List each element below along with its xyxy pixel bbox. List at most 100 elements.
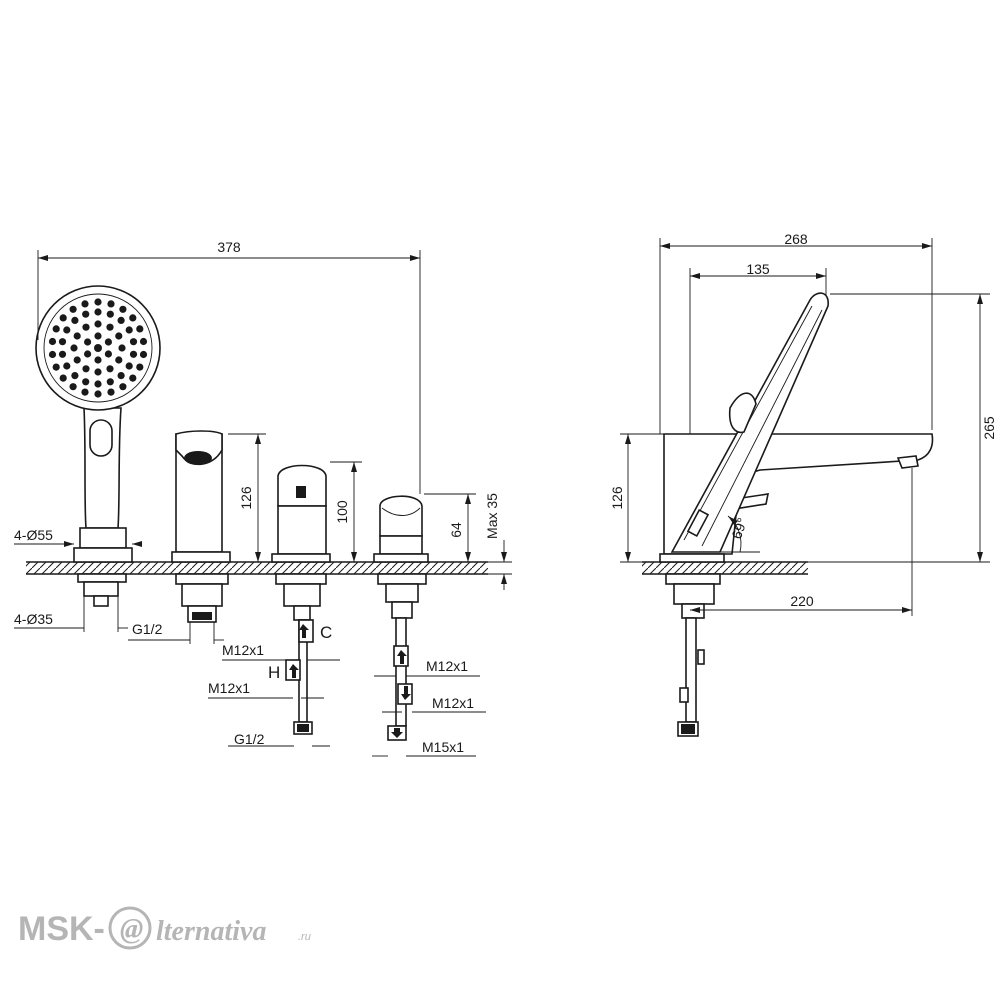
hand-shower	[35, 285, 161, 607]
shower-nozzles	[48, 298, 148, 398]
dim-handle-offset: 135	[746, 261, 770, 277]
nozzle-dot	[63, 362, 71, 370]
watermark-brand-left: MSK-	[18, 910, 105, 948]
front-dimensions	[14, 250, 512, 757]
dim-body-diameter: 4-Ø35	[14, 611, 53, 627]
nozzle-dot	[94, 368, 102, 376]
nozzle-dot	[94, 344, 102, 352]
nozzle-dot	[63, 326, 71, 334]
label-hot: H	[268, 663, 280, 682]
nozzle-dot	[84, 338, 92, 346]
nozzle-dot	[104, 338, 112, 346]
thread-mixer-2: M12x1	[208, 680, 250, 696]
nozzle-dot	[106, 378, 114, 386]
nozzle-dot	[118, 344, 126, 352]
nozzle-dot	[81, 300, 89, 308]
nozzle-dot	[129, 350, 138, 358]
nozzle-dot	[48, 337, 57, 346]
nozzle-dot	[59, 374, 67, 382]
nozzle-dot	[119, 305, 127, 313]
nozzle-dot	[107, 300, 115, 308]
nozzle-dot	[73, 332, 81, 340]
nozzle-dot	[52, 363, 60, 371]
nozzle-dot	[117, 372, 125, 380]
nozzle-dot	[106, 310, 114, 318]
thread-mixer-outlet: G1/2	[234, 731, 265, 747]
nozzle-dot	[139, 350, 148, 359]
nozzle-dot	[58, 350, 67, 358]
nozzle-dot	[94, 308, 102, 316]
nozzle-dot	[94, 356, 102, 364]
watermark: MSK- @ lternativa .ru	[18, 906, 311, 950]
deck-surface	[26, 561, 488, 575]
nozzle-dot	[107, 388, 115, 396]
nozzle-dot	[119, 383, 127, 391]
dim-max-deck: Max 35	[484, 493, 500, 539]
nozzle-dot	[104, 350, 112, 358]
diverter-valve	[373, 495, 429, 741]
side-spout-body	[659, 433, 934, 737]
nozzle-dot	[94, 380, 102, 388]
nozzle-dot	[84, 350, 92, 358]
nozzle-dot	[136, 363, 144, 371]
thread-diverter-outlet: M15x1	[422, 739, 464, 755]
side-view: 268 135 265 126 220 69°	[609, 231, 997, 737]
watermark-brand-right: lternativa	[156, 916, 266, 947]
side-hand-shower	[670, 292, 829, 553]
dim-total-height: 265	[981, 416, 997, 440]
dim-mixer-height: 100	[334, 500, 350, 524]
nozzle-dot	[82, 310, 90, 318]
nozzle-dot	[82, 323, 90, 331]
mixer-valve	[271, 464, 331, 735]
nozzle-dot	[48, 350, 57, 359]
dim-overall-width: 378	[217, 239, 241, 255]
watermark-at-sign: @	[120, 914, 143, 945]
nozzle-dot	[115, 356, 123, 364]
nozzle-dot	[70, 344, 78, 352]
nozzle-dot	[129, 338, 138, 346]
nozzle-dot	[129, 374, 137, 382]
nozzle-dot	[69, 383, 77, 391]
nozzle-dot	[129, 314, 137, 322]
dim-spout-height: 126	[238, 486, 254, 510]
nozzle-dot	[94, 320, 102, 328]
nozzle-dot	[94, 332, 102, 340]
dim-hole-diameter: 4-Ø55	[14, 527, 53, 543]
front-view: 378 126 100 64 Max 35 4-Ø55 4-Ø35 G1/2 M…	[14, 239, 512, 757]
nozzle-dot	[117, 316, 125, 324]
nozzle-dot	[73, 356, 81, 364]
nozzle-dot	[82, 365, 90, 373]
thread-diverter-2: M12x1	[432, 695, 474, 711]
label-cold: C	[320, 623, 332, 642]
nozzle-dot	[69, 305, 77, 313]
thread-diverter-1: M12x1	[426, 658, 468, 674]
nozzle-dot	[52, 325, 60, 333]
dim-side-spout-height: 126	[609, 486, 625, 510]
nozzle-dot	[71, 372, 79, 380]
nozzle-dot	[59, 314, 67, 322]
watermark-domain: .ru	[298, 931, 311, 943]
nozzle-dot	[71, 316, 79, 324]
nozzle-dot	[139, 337, 148, 346]
thread-hose: G1/2	[132, 621, 163, 637]
nozzle-dot	[94, 390, 102, 398]
nozzle-dot	[136, 325, 144, 333]
nozzle-dot	[115, 332, 123, 340]
nozzle-dot	[82, 378, 90, 386]
side-dimensions	[620, 238, 990, 616]
nozzle-dot	[94, 298, 102, 306]
dim-diverter-height: 64	[448, 522, 464, 538]
spout-fitting	[171, 430, 231, 623]
dim-handle-angle: 69°	[728, 516, 750, 541]
nozzle-dot	[106, 323, 114, 331]
nozzle-dot	[125, 362, 133, 370]
nozzle-dot	[81, 388, 89, 396]
nozzle-dot	[106, 365, 114, 373]
dim-overall-depth: 268	[784, 231, 808, 247]
side-deck-surface	[642, 561, 808, 575]
nozzle-dot	[58, 338, 67, 346]
thread-mixer-1: M12x1	[222, 642, 264, 658]
dim-spout-reach: 220	[790, 593, 814, 609]
nozzle-dot	[125, 326, 133, 334]
